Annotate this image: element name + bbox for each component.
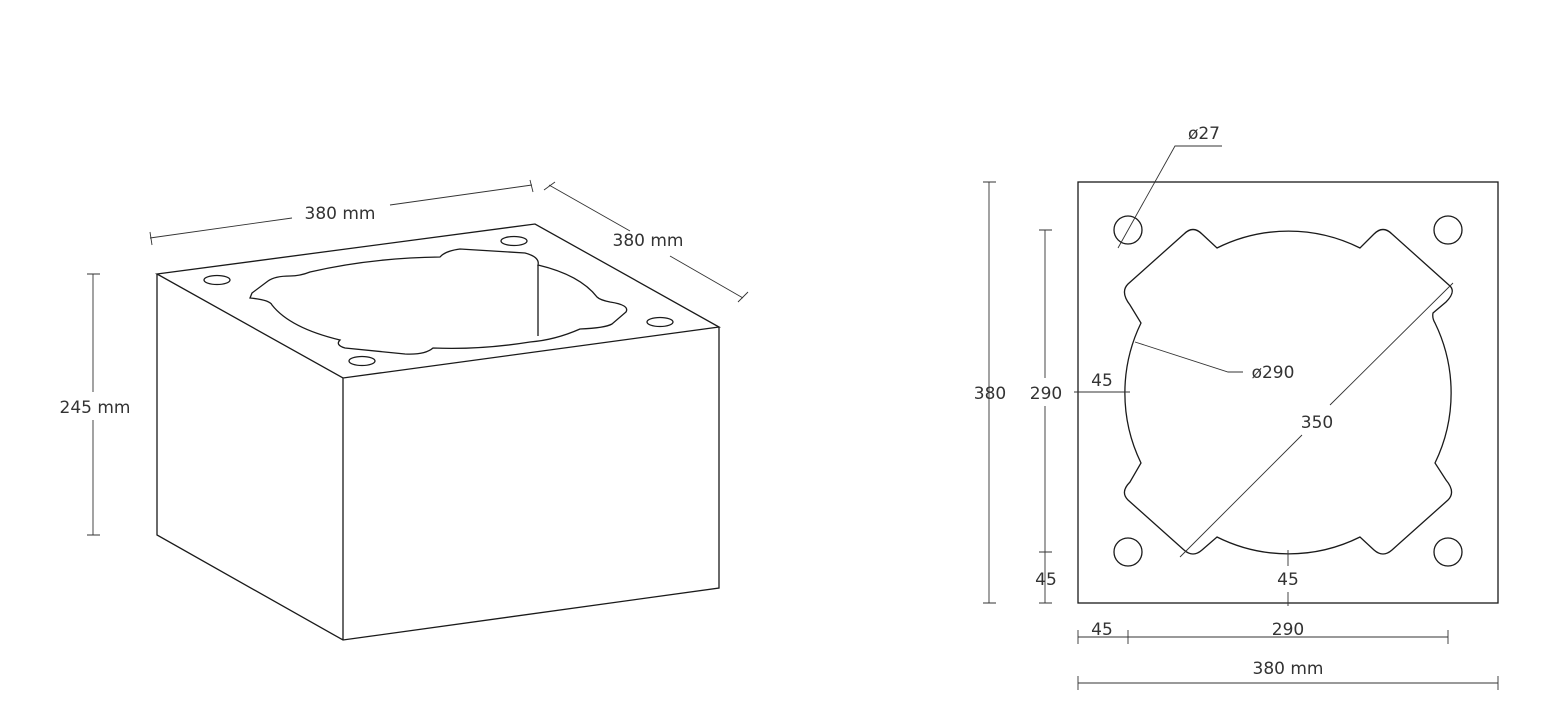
bolt-hole — [1433, 537, 1463, 567]
bore-diameter-label: ø290 — [1252, 363, 1295, 383]
diagonal-label: 350 — [1301, 413, 1333, 433]
bore-cutout — [1123, 228, 1453, 555]
bottom-offset-label: 45 — [1035, 570, 1057, 590]
height-dimension-line — [87, 273, 100, 536]
bolt-hole — [203, 274, 231, 286]
overall-width-dimension — [1077, 676, 1499, 690]
overall-width-label: 380 mm — [1253, 659, 1324, 679]
bolt-hole — [1113, 537, 1143, 567]
diagonal-dimension-line — [1179, 282, 1454, 558]
inner-height-dimension — [1039, 229, 1052, 604]
left-offset-label: 45 — [1091, 371, 1113, 391]
hole-leader — [1117, 145, 1222, 249]
bore-leader — [1134, 341, 1243, 373]
height-label: 245 mm — [60, 398, 131, 418]
depth-dimension-line — [543, 181, 749, 303]
plan-view: ø27 ø290 350 380 290 45 45 45 45 290 380… — [974, 124, 1499, 690]
isometric-view: 380 mm 380 mm 245 mm — [60, 179, 749, 641]
bolt-hole — [1433, 215, 1463, 245]
overall-height-label: 380 — [974, 384, 1006, 404]
bolt-hole — [646, 316, 674, 328]
width-label: 380 mm — [305, 204, 376, 224]
bolt-hole — [500, 235, 528, 247]
bore-cutout — [249, 248, 628, 355]
depth-label: 380 mm — [613, 231, 684, 251]
bottom-width-dimension — [1077, 630, 1449, 644]
bottom-inner-label: 290 — [1272, 620, 1304, 640]
width-dimension-line — [149, 179, 534, 246]
block-outline — [154, 223, 722, 641]
bottom-left-label: 45 — [1091, 620, 1113, 640]
inner-height-label: 290 — [1030, 384, 1062, 404]
plate-outline — [1077, 181, 1499, 604]
bolt-hole — [1113, 215, 1143, 245]
overall-height-dimension — [983, 181, 996, 604]
bolt-hole — [348, 355, 376, 367]
hole-diameter-label: ø27 — [1188, 124, 1220, 144]
bottom-margin-label: 45 — [1277, 570, 1299, 590]
